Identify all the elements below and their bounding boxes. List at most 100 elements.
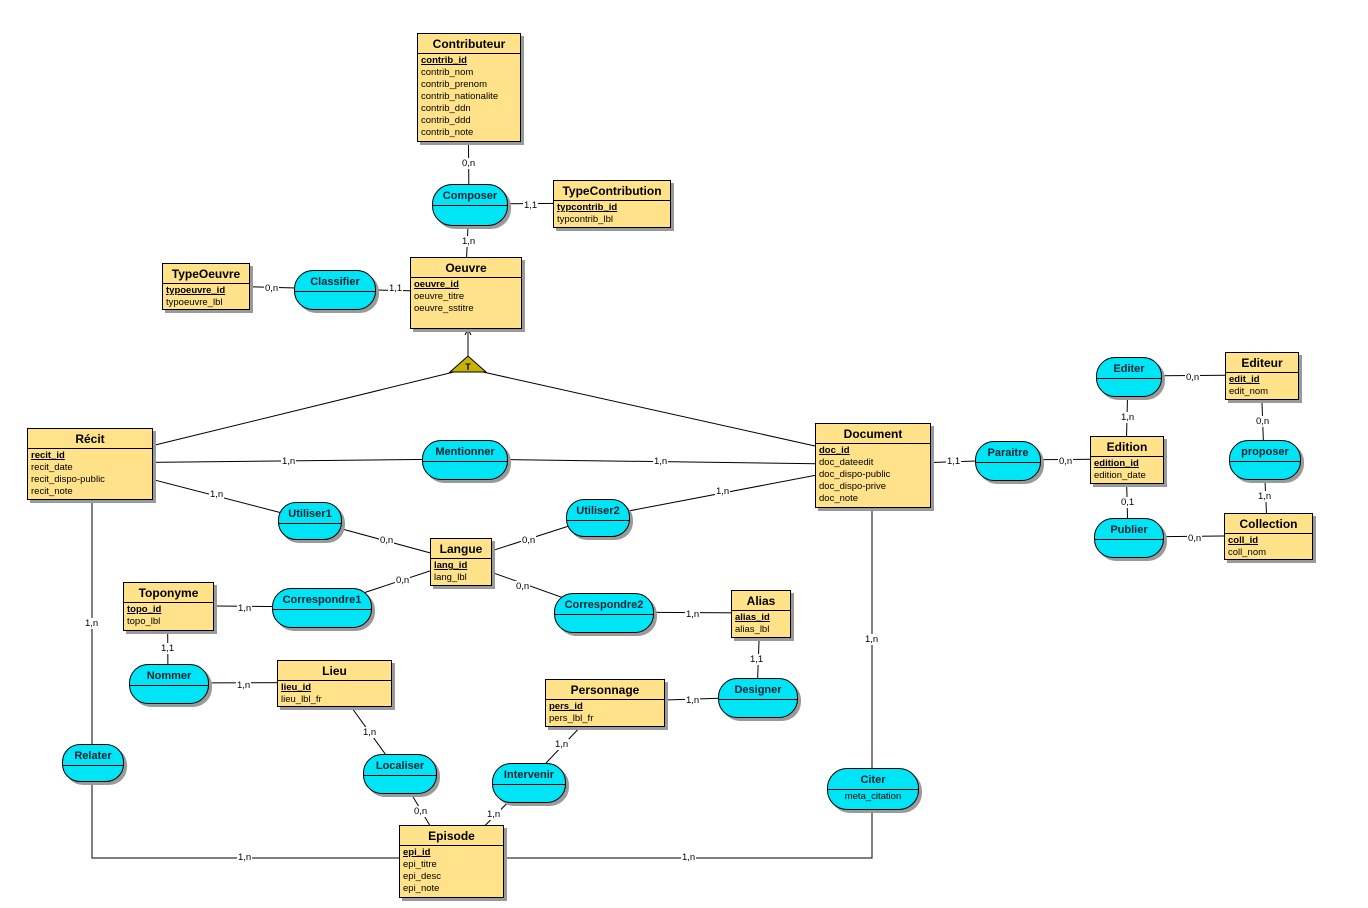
entity-title: Document bbox=[816, 424, 930, 444]
entity-title: TypeOeuvre bbox=[163, 264, 249, 284]
primary-key: oeuvre_id bbox=[414, 279, 459, 290]
cardinality-label: 1,n bbox=[84, 618, 100, 629]
cardinality-label: 1,n bbox=[681, 852, 697, 863]
association-designer[interactable]: Designer bbox=[718, 678, 798, 718]
inheritance-link-recit bbox=[150, 369, 463, 447]
association-composer[interactable]: Composer bbox=[432, 184, 508, 226]
association-title: Editer bbox=[1113, 363, 1145, 375]
entity-attribute: edit_nom bbox=[1229, 386, 1269, 397]
cardinality-label: 1,1 bbox=[946, 456, 962, 467]
entity-attribute: edition_date bbox=[1094, 470, 1146, 481]
primary-key: lang_id bbox=[434, 560, 468, 571]
association-correspondre1[interactable]: Correspondre1 bbox=[272, 588, 372, 628]
entity-attribute: recit_note bbox=[31, 486, 73, 497]
association-title: Composer bbox=[442, 190, 498, 202]
association-title: Intervenir bbox=[503, 769, 555, 781]
association-correspondre2[interactable]: Correspondre2 bbox=[554, 593, 654, 633]
inheritance-label: T bbox=[465, 362, 471, 372]
association-title: Designer bbox=[734, 684, 782, 696]
entity-title: Alias bbox=[732, 591, 790, 611]
cardinality-label: 0,n bbox=[1058, 456, 1074, 467]
association-divider bbox=[130, 685, 208, 686]
cardinality-label: 0,n bbox=[515, 581, 531, 592]
primary-key: contrib_id bbox=[421, 55, 467, 66]
cardinality-label: 1,n bbox=[685, 609, 701, 620]
association-title: Nommer bbox=[146, 670, 192, 682]
inheritance-arrow bbox=[464, 327, 472, 336]
link-relater-episode bbox=[91, 780, 399, 859]
entity-attribute: lang_lbl bbox=[434, 572, 467, 583]
association-title: Mentionner bbox=[435, 446, 495, 458]
entity-attribute: recit_date bbox=[31, 462, 73, 473]
association-utiliser2[interactable]: Utiliser2 bbox=[566, 499, 630, 537]
primary-key: lieu_id bbox=[281, 682, 312, 693]
cardinality-label: 1,1 bbox=[523, 200, 539, 211]
association-title: Utiliser2 bbox=[576, 505, 620, 517]
entity-attribute: doc_dateedit bbox=[819, 457, 874, 468]
cardinality-label: 0,1 bbox=[1120, 497, 1136, 508]
entity-attribute: epi_titre bbox=[403, 859, 437, 870]
primary-key: typoeuvre_id bbox=[166, 285, 226, 296]
primary-key: typcontrib_id bbox=[557, 202, 618, 213]
entity-attribute: contrib_nom bbox=[421, 67, 474, 78]
association-title: Paraitre bbox=[987, 447, 1029, 459]
cardinality-label: 1,n bbox=[685, 695, 701, 706]
entity-title: Lieu bbox=[278, 661, 391, 681]
cardinality-label: 1,1 bbox=[749, 654, 765, 665]
association-utiliser1[interactable]: Utiliser1 bbox=[278, 502, 342, 540]
association-divider bbox=[719, 699, 797, 700]
association-relater[interactable]: Relater bbox=[62, 744, 124, 782]
entity-attribute: topo_lbl bbox=[127, 616, 161, 627]
entity-attribute: typoeuvre_lbl bbox=[166, 297, 223, 308]
entity-title: TypeContribution bbox=[554, 181, 670, 201]
association-divider bbox=[295, 291, 375, 292]
association-proposer[interactable]: proposer bbox=[1229, 440, 1301, 480]
cardinality-label: 1,1 bbox=[388, 283, 404, 294]
association-localiser[interactable]: Localiser bbox=[363, 754, 437, 794]
entity-title: Editeur bbox=[1226, 353, 1298, 373]
cardinality-label: 1,n bbox=[554, 739, 570, 750]
association-divider bbox=[423, 461, 507, 462]
entity-title: Edition bbox=[1091, 437, 1163, 457]
association-publier[interactable]: Publier bbox=[1094, 518, 1164, 558]
association-mentionner[interactable]: Mentionner bbox=[422, 440, 508, 480]
cardinality-label: 1,n bbox=[209, 489, 225, 500]
association-attribute: meta_citation bbox=[844, 791, 902, 802]
entity-title: Langue bbox=[431, 539, 491, 559]
cardinality-label: 1,1 bbox=[160, 643, 176, 654]
cardinality-label: 1,n bbox=[236, 680, 252, 691]
association-editer[interactable]: Editer bbox=[1096, 357, 1162, 397]
association-classifier[interactable]: Classifier bbox=[294, 270, 376, 310]
association-divider bbox=[1230, 461, 1300, 462]
primary-key: epi_id bbox=[403, 847, 431, 858]
entity-title: Personnage bbox=[546, 680, 664, 700]
association-paraitre[interactable]: Paraitre bbox=[975, 441, 1041, 481]
primary-key: alias_id bbox=[735, 612, 770, 623]
association-intervenir[interactable]: Intervenir bbox=[492, 763, 566, 803]
primary-key: topo_id bbox=[127, 604, 162, 615]
association-nommer[interactable]: Nommer bbox=[129, 664, 209, 704]
association-title: Relater bbox=[74, 750, 112, 762]
association-divider bbox=[976, 462, 1040, 463]
